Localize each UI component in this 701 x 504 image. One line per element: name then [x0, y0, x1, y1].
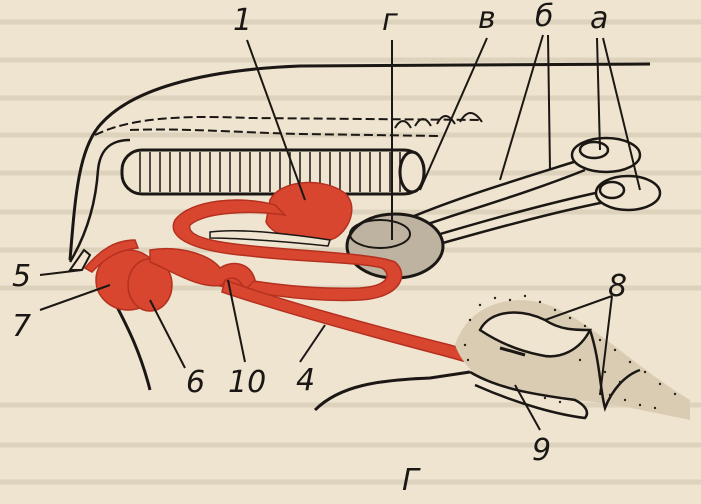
- ribbed-tube: [122, 150, 424, 194]
- ethmoid-chain: [95, 113, 482, 136]
- label-7: 7: [12, 312, 31, 342]
- label-10: 10: [228, 368, 266, 398]
- label-1: 1: [233, 6, 252, 36]
- label-9: 9: [532, 436, 551, 466]
- label-a: а: [590, 4, 608, 34]
- label-4: 4: [296, 366, 315, 396]
- label-b: б: [535, 2, 554, 32]
- label-5: 5: [12, 262, 31, 292]
- label-g: г: [382, 6, 398, 36]
- label-8: 8: [608, 272, 627, 302]
- figure-caption: Г: [402, 466, 419, 496]
- paired-glands: [572, 138, 660, 210]
- stippled-region: [455, 295, 690, 420]
- throat-outline: [315, 372, 470, 410]
- label-v: в: [478, 4, 496, 34]
- label-6: 6: [186, 368, 205, 398]
